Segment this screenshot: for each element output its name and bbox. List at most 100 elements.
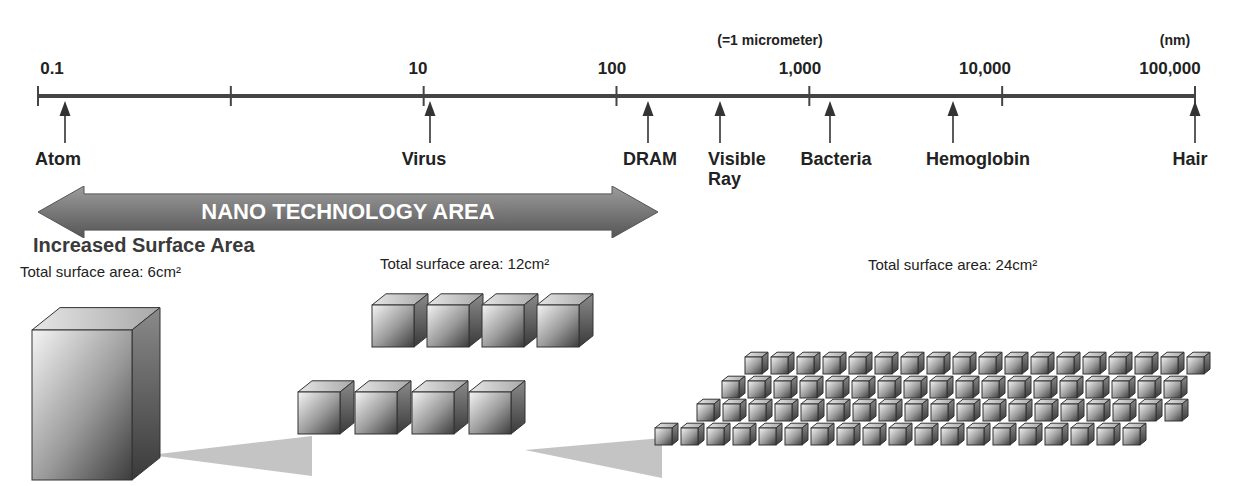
cube-front bbox=[774, 381, 791, 398]
cube-side bbox=[1103, 376, 1109, 398]
cube-side bbox=[802, 423, 808, 445]
cube-front bbox=[745, 357, 762, 374]
cube bbox=[993, 423, 1016, 445]
cube-front bbox=[915, 428, 932, 445]
object-label: DRAM bbox=[623, 150, 677, 170]
cube-side bbox=[672, 423, 678, 445]
pointer-arrow bbox=[948, 101, 959, 143]
pointer-shaft bbox=[647, 114, 649, 143]
cube-side bbox=[788, 352, 794, 374]
cube-front bbox=[1123, 428, 1140, 445]
pointer-shaft bbox=[829, 114, 831, 143]
cube-side bbox=[414, 294, 428, 347]
cube-side bbox=[397, 381, 411, 434]
cube-side bbox=[1182, 399, 1188, 421]
cube bbox=[930, 376, 953, 398]
cube-front bbox=[1008, 381, 1025, 398]
cube bbox=[863, 423, 886, 445]
cube-side bbox=[1181, 376, 1187, 398]
cube bbox=[1138, 376, 1161, 398]
cube bbox=[1087, 399, 1110, 421]
axis-tick bbox=[230, 86, 232, 106]
cube-side bbox=[1126, 352, 1132, 374]
cube-side bbox=[1025, 376, 1031, 398]
cube-side bbox=[921, 376, 927, 398]
cube-front bbox=[941, 428, 958, 445]
cube-front bbox=[837, 428, 854, 445]
cube-front bbox=[748, 381, 765, 398]
cube-front bbox=[901, 357, 918, 374]
cube-front bbox=[733, 428, 750, 445]
cube-side bbox=[1156, 399, 1162, 421]
cube-side bbox=[1000, 399, 1006, 421]
cube bbox=[355, 381, 411, 434]
cube-front bbox=[681, 428, 698, 445]
cube bbox=[1019, 423, 1042, 445]
cube bbox=[875, 352, 898, 374]
cube-front bbox=[775, 404, 792, 421]
cube-side bbox=[739, 376, 745, 398]
cube bbox=[722, 376, 745, 398]
cube bbox=[956, 376, 979, 398]
cube bbox=[482, 294, 538, 347]
cube-front bbox=[537, 305, 579, 347]
cube-front bbox=[1060, 381, 1077, 398]
cube-side bbox=[1026, 399, 1032, 421]
range-double-arrow: NANO TECHNOLOGY AREA bbox=[38, 186, 658, 238]
cube bbox=[1187, 352, 1210, 374]
cube-side bbox=[776, 423, 782, 445]
cube-side bbox=[932, 423, 938, 445]
unit-label: (nm) bbox=[1160, 33, 1190, 48]
pointer-arrow bbox=[643, 101, 654, 143]
cube-side bbox=[1051, 376, 1057, 398]
cube bbox=[811, 423, 834, 445]
cube-front bbox=[956, 381, 973, 398]
cube-front bbox=[1009, 404, 1026, 421]
cube-front bbox=[469, 392, 511, 434]
cube-front bbox=[797, 357, 814, 374]
scale-value: 1,000 bbox=[779, 60, 822, 79]
area-caption: Total surface area: 12cm² bbox=[380, 256, 549, 273]
cube-side bbox=[854, 423, 860, 445]
cube-groups bbox=[32, 294, 1210, 480]
cube bbox=[1057, 352, 1080, 374]
cube bbox=[1031, 352, 1054, 374]
cube-front bbox=[1057, 357, 1074, 374]
cube-front bbox=[1031, 357, 1048, 374]
cube-side bbox=[843, 376, 849, 398]
cube-side bbox=[1204, 352, 1210, 374]
cube-side bbox=[880, 423, 886, 445]
cube-front bbox=[953, 357, 970, 374]
zoom-beam bbox=[525, 438, 662, 478]
cube-side bbox=[724, 423, 730, 445]
axis-tick bbox=[423, 86, 425, 106]
cube-side bbox=[1129, 376, 1135, 398]
cube-side bbox=[1114, 423, 1120, 445]
pointer-arrow bbox=[60, 101, 71, 143]
cube bbox=[1071, 423, 1094, 445]
cube-side bbox=[984, 423, 990, 445]
axis-tick bbox=[37, 86, 39, 106]
cube-front bbox=[1138, 381, 1155, 398]
cube-side bbox=[922, 399, 928, 421]
cube bbox=[1083, 352, 1106, 374]
cube-front bbox=[875, 357, 892, 374]
pointer-head bbox=[60, 101, 71, 116]
cube bbox=[537, 294, 593, 347]
cube-front bbox=[1139, 404, 1156, 421]
cube-front bbox=[1087, 404, 1104, 421]
cube-front bbox=[1112, 381, 1129, 398]
cube bbox=[852, 376, 875, 398]
cube-front bbox=[355, 392, 397, 434]
cube-side bbox=[132, 308, 160, 480]
cube-side bbox=[974, 399, 980, 421]
cube bbox=[901, 352, 924, 374]
cube-front bbox=[931, 404, 948, 421]
pointer-shaft bbox=[952, 114, 954, 143]
cube-front bbox=[983, 404, 1000, 421]
object-label: Hair bbox=[1172, 150, 1207, 170]
cube-side bbox=[762, 352, 768, 374]
cube-front bbox=[863, 428, 880, 445]
pointer-arrow bbox=[1190, 101, 1201, 143]
cube-front bbox=[655, 428, 672, 445]
